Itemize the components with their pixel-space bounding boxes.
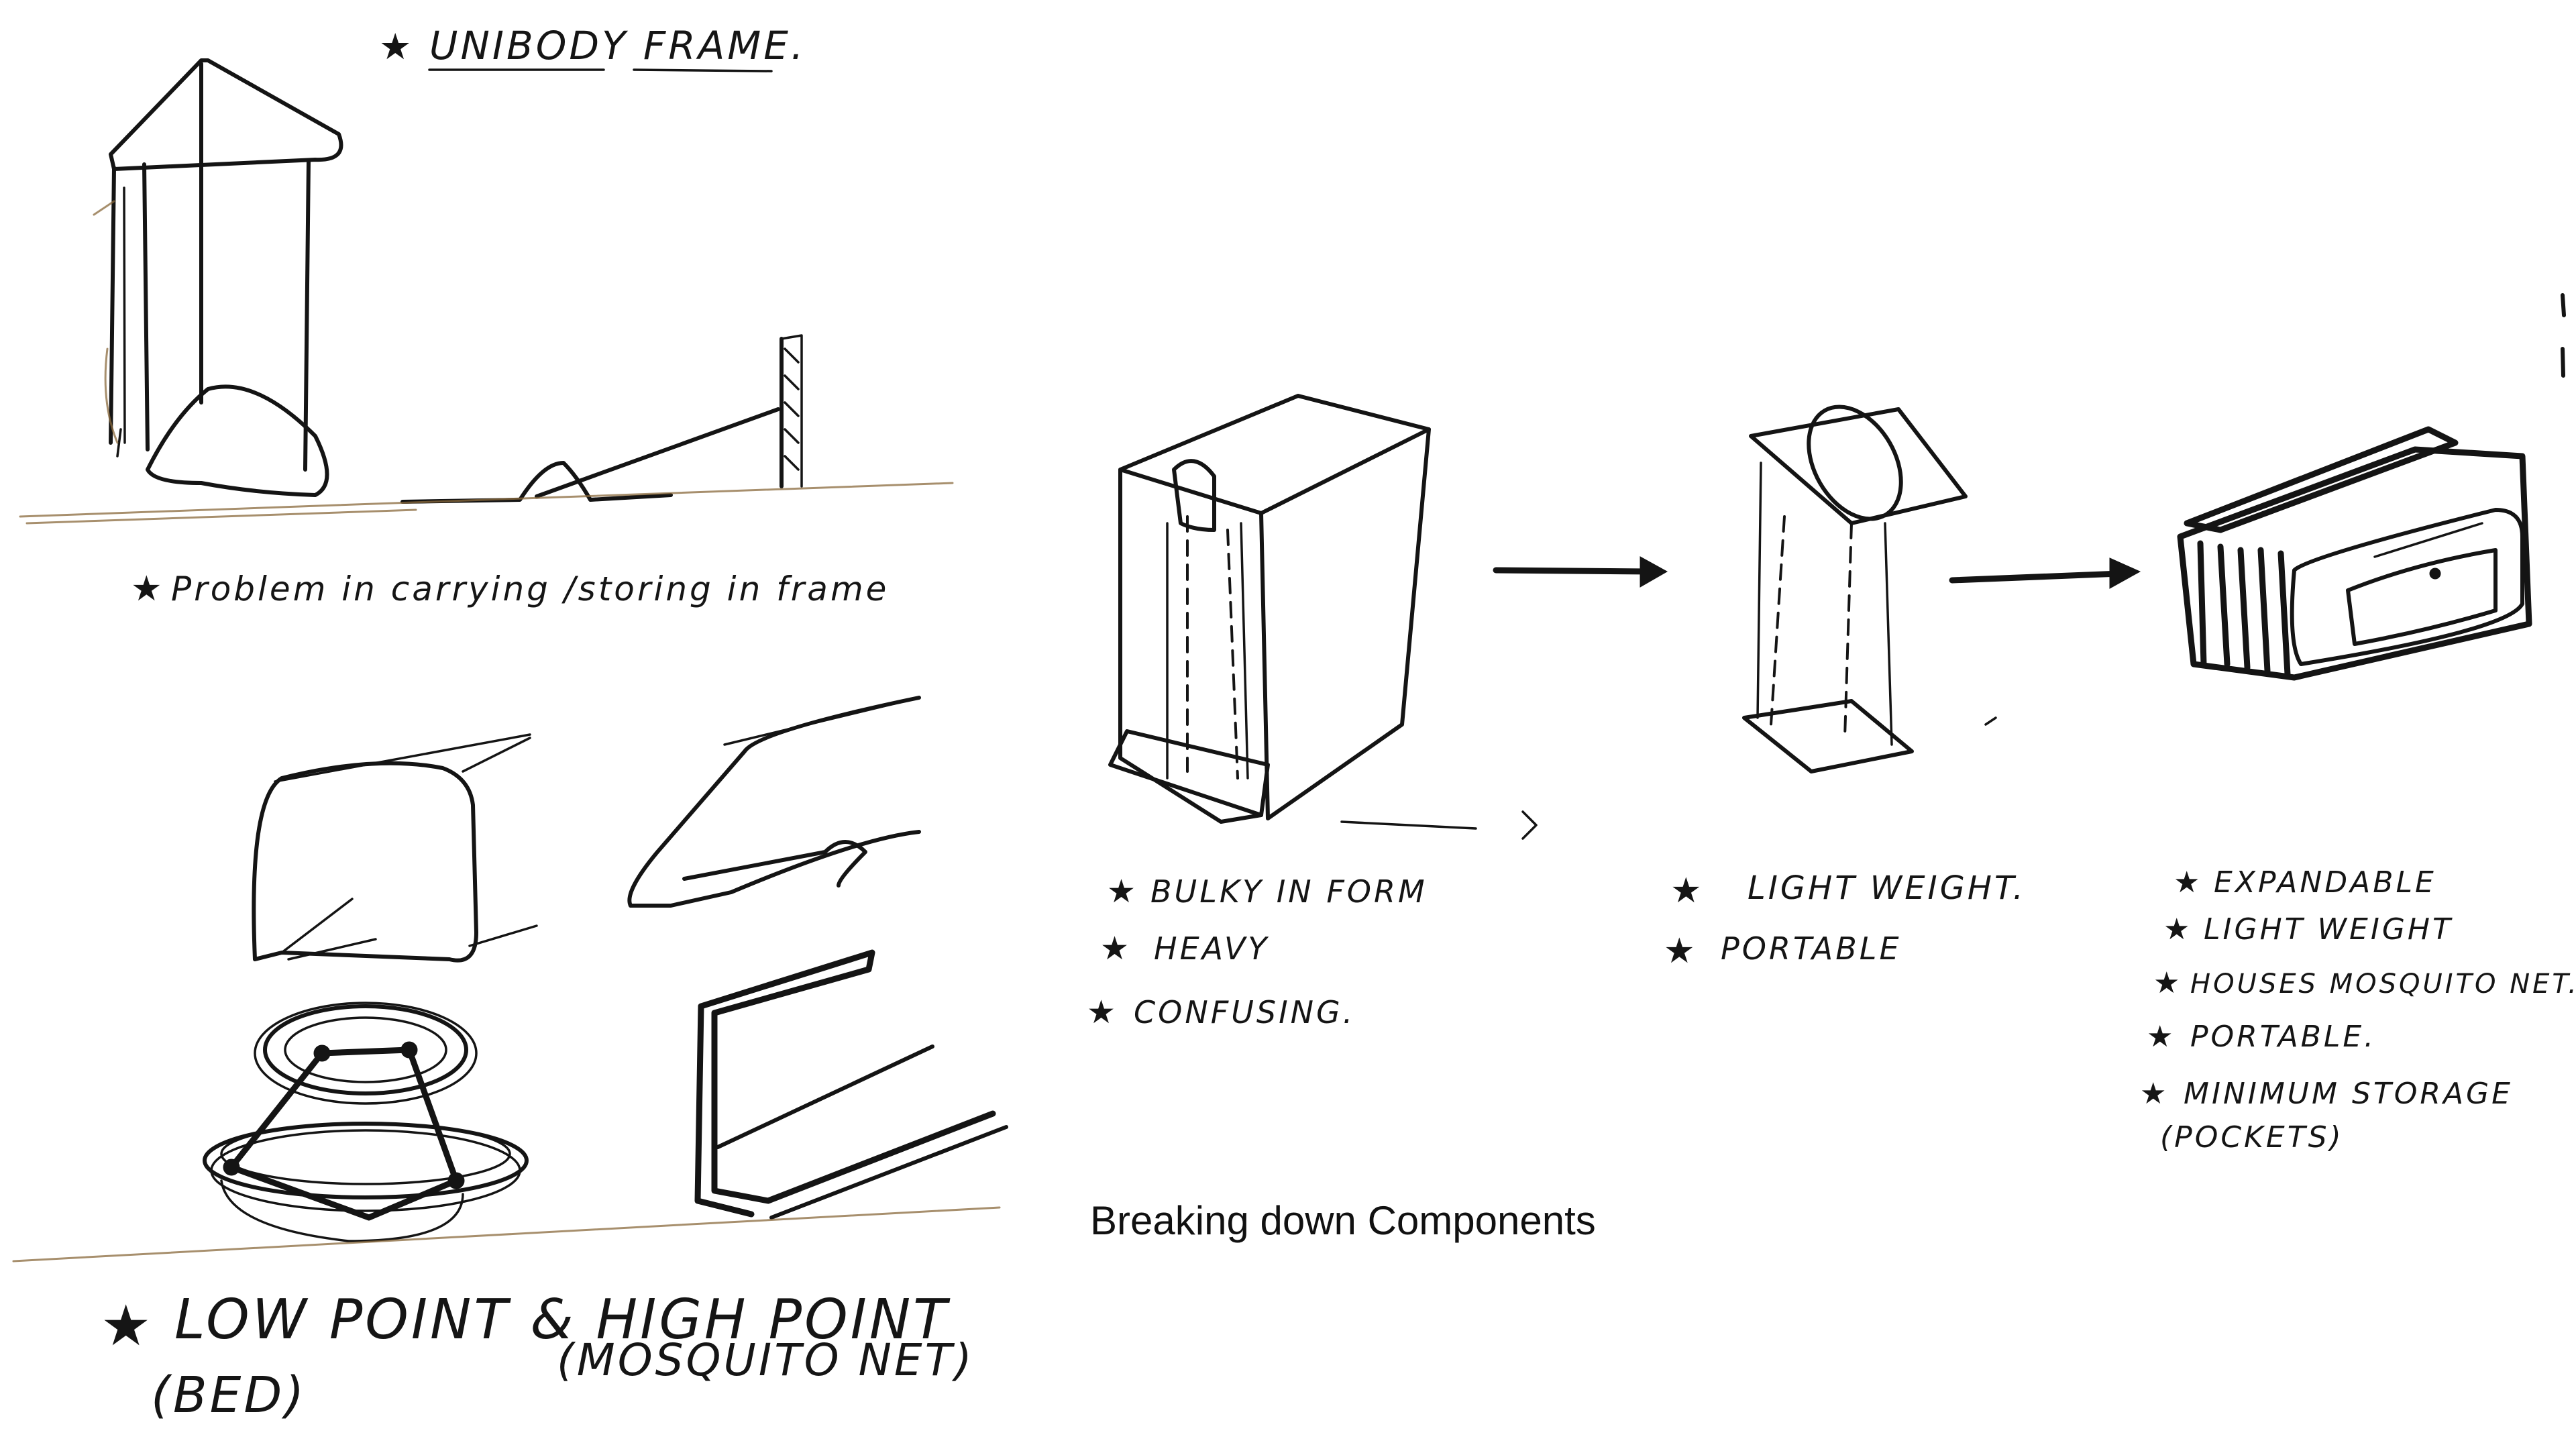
section-caption: Breaking down Components (1090, 1198, 1596, 1243)
star-icon: ★ (379, 25, 414, 68)
unibody-frame-title: UNIBODY FRAME. (429, 23, 806, 68)
problem-note: ★ Problem in carrying /storing in frame (131, 569, 889, 609)
star-icon: ★ (2153, 966, 2182, 1000)
stage1-notes: ★ BULKY IN FORM ★ HEAVY ★ CONFUSING. (1087, 873, 1428, 1031)
star-icon: ★ (131, 569, 165, 609)
star-icon: ★ (101, 1293, 154, 1358)
stage1-note-3: CONFUSING. (1134, 994, 1355, 1030)
stage3-note-2: LIGHT WEIGHT (2204, 912, 2453, 947)
stage3-note-4: PORTABLE. (2190, 1020, 2376, 1054)
star-icon: ★ (2140, 1077, 2169, 1111)
stage3-note-6: (POCKETS) (2160, 1120, 2344, 1155)
star-icon: ★ (2147, 1020, 2176, 1054)
star-icon: ★ (1664, 931, 1698, 971)
joint-sketches (13, 698, 1006, 1261)
lowpoint-caption-bed: (BED) (151, 1366, 307, 1424)
stage2-note-1: LIGHT WEIGHT. (1748, 869, 2026, 907)
star-icon: ★ (2163, 912, 2192, 947)
lowpoint-caption-net: (MOSQUITO NET) (557, 1334, 975, 1386)
problem-note-text: Problem in carrying /storing in frame (171, 570, 889, 608)
stage3-notes: ★ EXPANDABLE ★ LIGHT WEIGHT ★ HOUSES MOS… (2140, 865, 2576, 1155)
stage3-note-3: HOUSES MOSQUITO NET. (2190, 969, 2576, 1000)
stage1-bulky-box (1110, 396, 1536, 839)
stage3-note-1: EXPANDABLE (2214, 865, 2436, 900)
lowpoint-caption: ★ LOW POINT & HIGH POINT (BED) (MOSQUITO… (101, 1288, 975, 1424)
stage3-note-5: MINIMUM STORAGE (2184, 1077, 2513, 1111)
star-icon: ★ (1107, 873, 1138, 910)
star-icon: ★ (1670, 871, 1705, 911)
stage1-note-2: HEAVY (1154, 930, 1269, 967)
star-icon: ★ (1100, 930, 1132, 967)
arrow-1 (1496, 557, 1667, 587)
star-icon: ★ (2174, 865, 2202, 900)
stage2-notes: ★ LIGHT WEIGHT. ★ PORTABLE (1664, 869, 2026, 971)
star-icon: ★ (1087, 994, 1118, 1031)
unibody-frame-sketch: ★ UNIBODY FRAME. (20, 23, 953, 523)
stage2-note-2: PORTABLE (1721, 930, 1902, 967)
stage3-compact-unit (2180, 295, 2564, 678)
stage1-note-1: BULKY IN FORM (1150, 873, 1428, 910)
arrow-2 (1952, 558, 2140, 588)
